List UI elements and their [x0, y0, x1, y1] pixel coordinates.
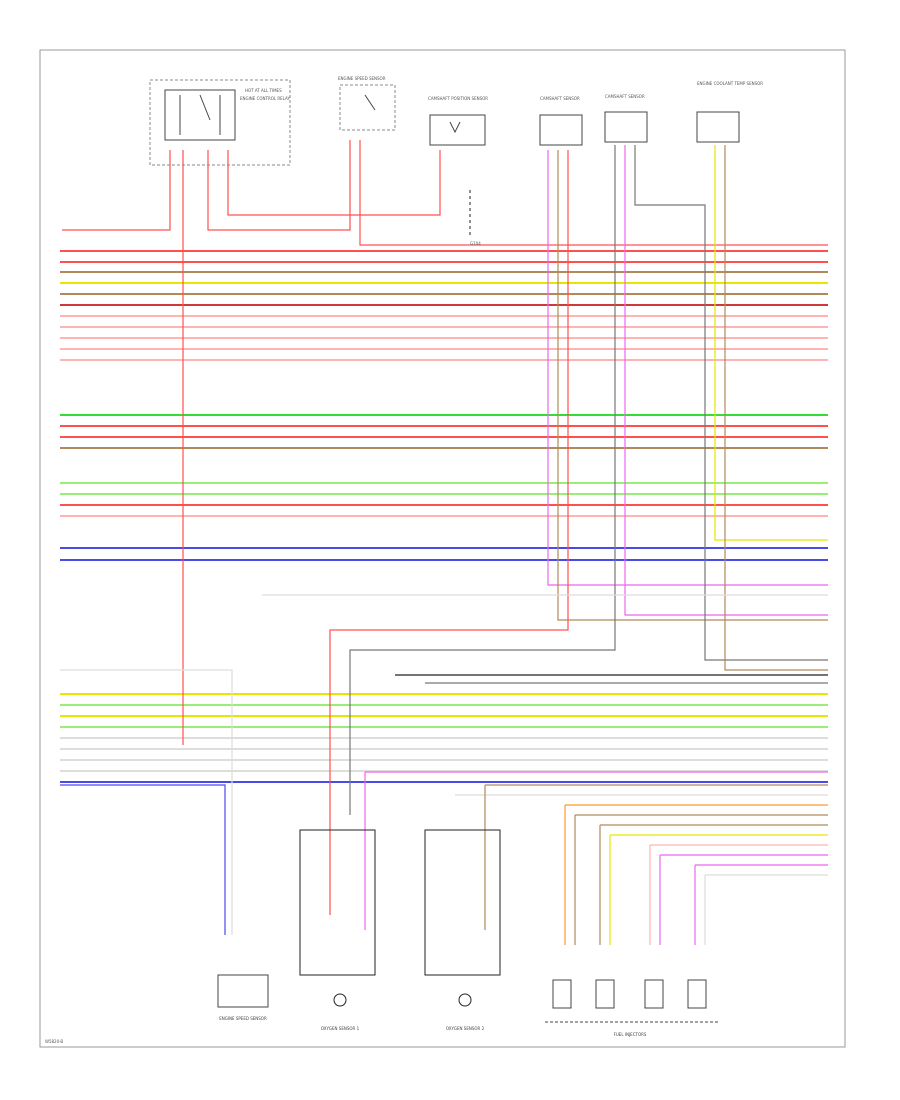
footer-code: W5820-B	[45, 1039, 63, 1044]
routed-wire	[329, 150, 569, 915]
routed-wire	[724, 145, 828, 671]
bottom-sensor-3: OXYGEN SENSOR 2	[424, 829, 501, 1031]
diagram-frame	[39, 49, 846, 1048]
bus-wires	[60, 250, 828, 783]
routed-wire	[364, 771, 828, 930]
sensor-c: ENGINE COOLANT TEMP SENSOR	[696, 81, 763, 143]
routed-wire	[227, 150, 441, 216]
sensor-b-label: CAMSHAFT SENSOR	[605, 94, 645, 99]
routed-wire	[349, 145, 616, 815]
sensor-small-label: CAMSHAFT POSITION SENSOR	[428, 96, 488, 101]
relay-label: ENGINE CONTROL RELAY	[240, 96, 290, 101]
routed-wire	[609, 834, 828, 945]
routed-wire	[714, 145, 828, 541]
routed-wire	[60, 669, 233, 935]
routed-wire	[624, 145, 828, 616]
routed-wire	[704, 874, 828, 945]
ground-label: G104	[470, 241, 481, 246]
bottom-sensor-2-label: OXYGEN SENSOR 1	[321, 1026, 360, 1031]
sensor-b: CAMSHAFT SENSOR	[604, 94, 648, 143]
routed-wire	[694, 864, 828, 945]
routed-wire	[574, 814, 828, 945]
fuse-box: ENGINE SPEED SENSOR	[338, 76, 396, 131]
bottom-sensor-1: ENGINE SPEED SENSOR	[217, 974, 269, 1021]
routed-wire	[564, 804, 828, 945]
fuel-injectors-label: FUEL INJECTORS	[614, 1032, 647, 1037]
routed-wire	[60, 784, 226, 935]
routed-wire	[659, 854, 828, 945]
fuse-label: ENGINE SPEED SENSOR	[338, 76, 386, 81]
routed-wire	[207, 140, 351, 231]
routed-wire	[484, 784, 828, 930]
relay-group: ENGINE CONTROL RELAY HOT AT ALL TIMES	[149, 79, 291, 166]
routed-wire	[547, 150, 828, 586]
sensor-a-label: CAMSHAFT SENSOR	[540, 96, 580, 101]
bottom-sensor-1-label: ENGINE SPEED SENSOR	[219, 1016, 267, 1021]
fuel-injectors: FUEL INJECTORS	[545, 979, 718, 1037]
routed-wires	[60, 140, 828, 945]
routed-wire	[557, 150, 828, 621]
bottom-sensor-3-label: OXYGEN SENSOR 2	[446, 1026, 485, 1031]
routed-wire	[649, 844, 828, 945]
routed-wire	[634, 145, 828, 661]
routed-wire	[599, 824, 828, 945]
bottom-sensor-2: OXYGEN SENSOR 1	[299, 829, 376, 1031]
sensor-a: CAMSHAFT SENSOR	[539, 96, 583, 146]
routed-wire	[62, 150, 171, 231]
sensor-small: CAMSHAFT POSITION SENSOR	[428, 96, 488, 146]
routed-wire	[359, 140, 828, 246]
relay-note: HOT AT ALL TIMES	[245, 88, 282, 93]
sensor-c-label: ENGINE COOLANT TEMP SENSOR	[697, 81, 763, 86]
